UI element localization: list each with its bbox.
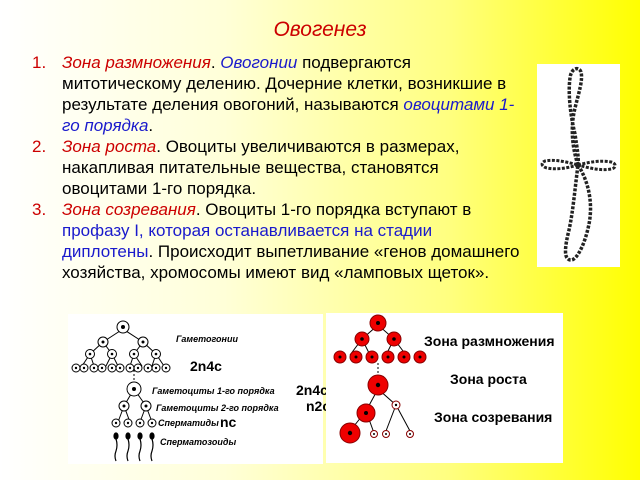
gametogenesis-diagram: Гаметогонии 2n4c Гаметоциты 1-го порядка… [68,314,330,464]
zone-multiplication-label: Зона размножения [424,333,555,349]
term-prophase: профазу I, которая останавливается на ст… [62,221,433,261]
label-gametogonia: Гаметогонии [176,334,238,344]
ploidy-gametogonia: 2n4c [190,358,222,374]
term-oogonia: Овогонии [220,53,298,72]
slide-title: Овогенез [273,18,367,41]
list-item-multiplication: 1. Зона размножения. Овогонии подвергают… [32,52,524,136]
oogenesis-diagram: Зона размножения Зона роста Зона созрева… [326,313,563,463]
zone-name: Зона роста [62,137,157,156]
stage-list: 1. Зона размножения. Овогонии подвергают… [32,52,524,283]
label-gametocytes-2: Гаметоциты 2-го порядка [156,403,279,413]
list-item-growth: 2. Зона роста. Овоциты увеличиваются в р… [32,136,524,199]
list-number: 2. [32,137,47,156]
label-spermatids: Сперматиды [158,418,219,428]
text: подвергаются митотическому делению. Доче… [62,53,507,114]
ploidy-gametocytes-1: 2n4c [296,382,328,398]
label-gametocytes-1: Гаметоциты 1-го порядка [152,386,275,396]
zone-maturation-label: Зона созревания [434,409,553,425]
text: . Овоциты увеличиваются в размерах, нака… [62,137,460,198]
lampbrush-chromosome-image [537,64,620,267]
text: . [210,53,221,72]
list-number: 1. [32,53,47,72]
zone-growth-label: Зона роста [450,371,527,387]
ploidy-spermatids: nc [220,414,237,430]
label-spermatozoa: Сперматозоиды [160,437,237,447]
ploidy-gametocytes-2: n2c [306,398,331,414]
list-item-maturation: 3. Зона созревания. Овоциты 1-го порядка… [32,199,524,283]
zone-name: Зона созревания [62,200,196,219]
text: . Происходит выпетливание «генов домашне… [62,242,520,282]
text: . [148,116,154,135]
text: . Овоциты 1-го порядка вступают в [195,200,472,219]
zone-name: Зона размножения [62,53,211,72]
term-oocytes: овоцитами 1-го порядка [62,95,515,135]
list-number: 3. [32,200,47,219]
